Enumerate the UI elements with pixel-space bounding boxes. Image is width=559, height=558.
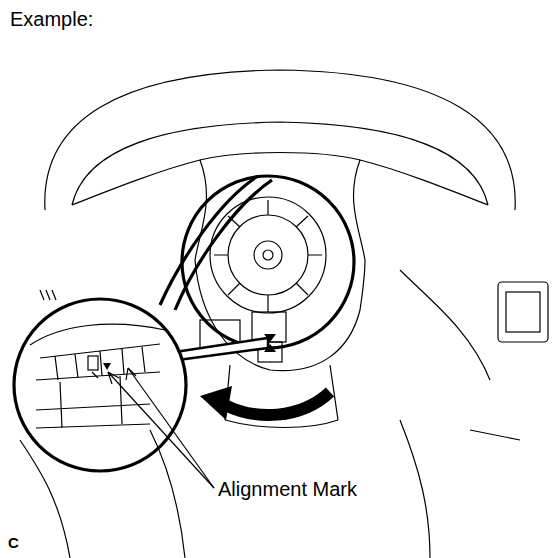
part-label: Alignment Mark	[218, 478, 357, 500]
figure-title: Example:	[10, 8, 93, 30]
figure-code: C	[8, 535, 19, 552]
